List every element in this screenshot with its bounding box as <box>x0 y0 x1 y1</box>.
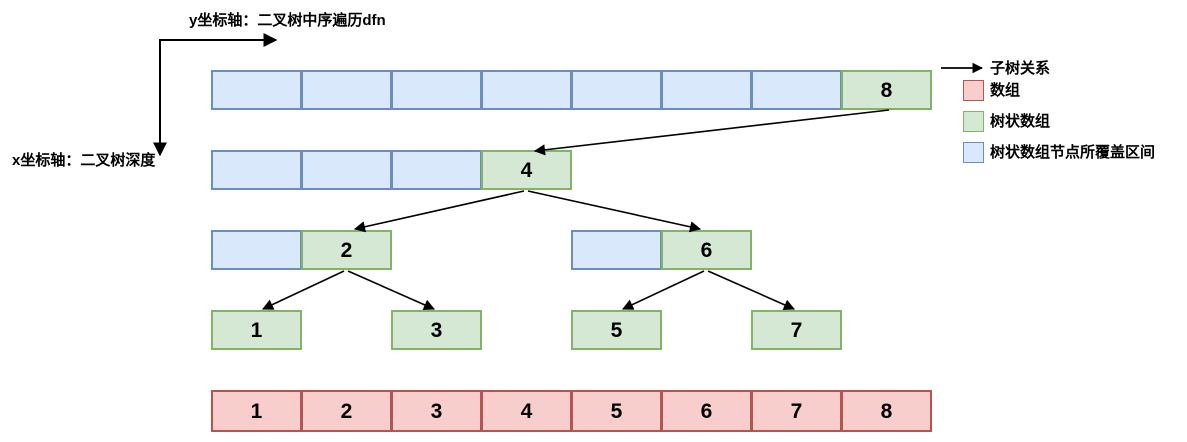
array-cell: 1 <box>211 390 302 432</box>
covered-cell <box>301 70 392 110</box>
edge-6-to-5 <box>621 270 705 310</box>
tree-node-3: 3 <box>391 310 482 350</box>
covered-cell <box>211 150 302 190</box>
legend-label-covered-interval: 树状数组节点所覆盖区间 <box>990 144 1156 161</box>
array-cell: 7 <box>751 390 842 432</box>
covered-cell <box>571 230 662 270</box>
y-axis-label: y坐标轴：二叉树中序遍历dfn <box>189 12 386 29</box>
tree-node-8: 8 <box>841 70 932 110</box>
covered-cell <box>571 70 662 110</box>
edge-2-to-1 <box>261 270 345 310</box>
edge-2-to-3 <box>347 270 436 311</box>
array-cell: 4 <box>481 390 572 432</box>
covered-cell <box>211 230 302 270</box>
array-cell: 6 <box>661 390 752 432</box>
covered-cell <box>661 70 752 110</box>
tree-node-2: 2 <box>301 230 392 270</box>
array-cell: 3 <box>391 390 482 432</box>
covered-cell <box>211 70 302 110</box>
edge-4-to-2 <box>353 190 525 233</box>
covered-cell <box>391 150 482 190</box>
tree-node-5: 5 <box>571 310 662 350</box>
x-axis-label: x坐标轴：二叉树深度 <box>12 152 156 169</box>
edge-4-to-6 <box>527 190 702 233</box>
green-square-icon <box>963 111 984 132</box>
covered-cell <box>391 70 482 110</box>
tree-node-7: 7 <box>751 310 842 350</box>
legend-label-fenwick-tree: 树状数组 <box>990 113 1051 130</box>
legend-label-array: 数组 <box>990 82 1021 99</box>
array-cell: 2 <box>301 390 392 432</box>
array-cell: 8 <box>841 390 932 432</box>
blue-square-icon <box>963 142 984 163</box>
covered-cell <box>751 70 842 110</box>
tree-node-6: 6 <box>661 230 752 270</box>
edge-6-to-7 <box>707 270 796 311</box>
covered-cell <box>301 150 392 190</box>
red-square-icon <box>963 80 984 101</box>
tree-node-4: 4 <box>481 150 572 190</box>
legend-label-subtree-relation: 子树关系 <box>990 60 1051 77</box>
tree-node-1: 1 <box>211 310 302 350</box>
covered-cell <box>481 70 572 110</box>
array-cell: 5 <box>571 390 662 432</box>
edge-8-to-4 <box>533 109 890 156</box>
